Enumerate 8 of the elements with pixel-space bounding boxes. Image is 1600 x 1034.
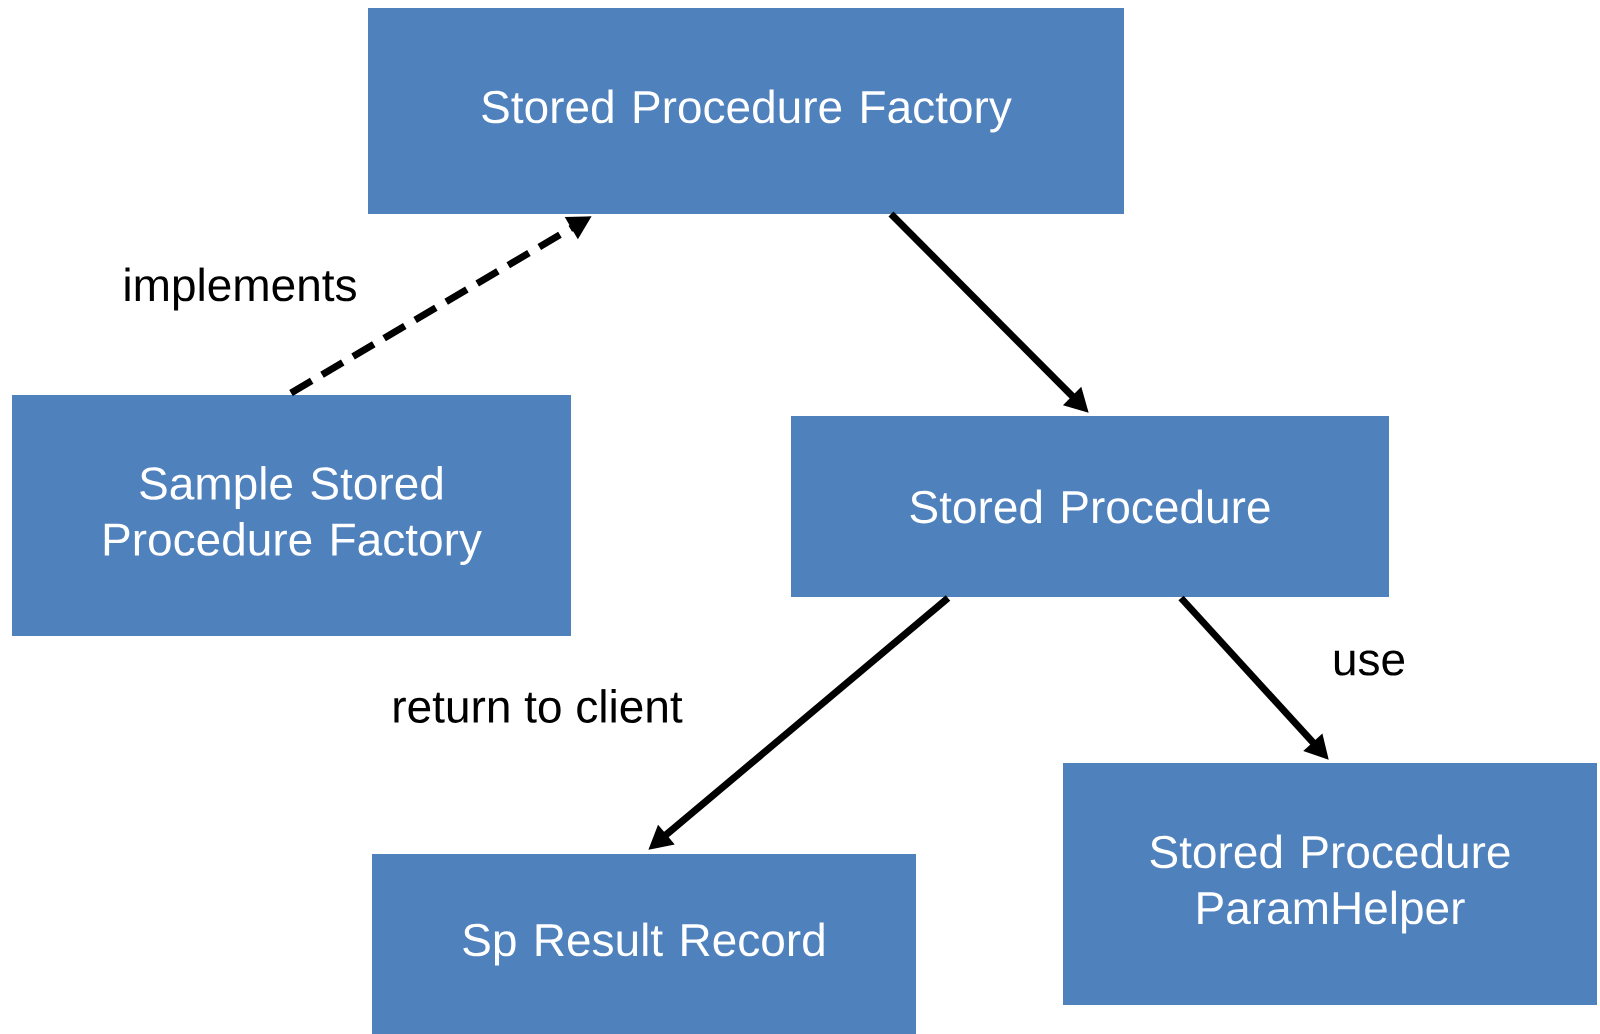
class-box: Stored Procedure Factory (368, 8, 1124, 214)
edge-label: return to client (394, 689, 683, 723)
class-box: Stored Procedure (791, 416, 1389, 597)
edge-label: implements (125, 267, 356, 311)
class-box: Sp Result Record (372, 854, 916, 1034)
edge-label: use (1334, 650, 1405, 676)
class-box: Sample Stored Procedure Factory (12, 395, 571, 636)
class-box: Stored Procedure ParamHelper (1063, 763, 1597, 1005)
